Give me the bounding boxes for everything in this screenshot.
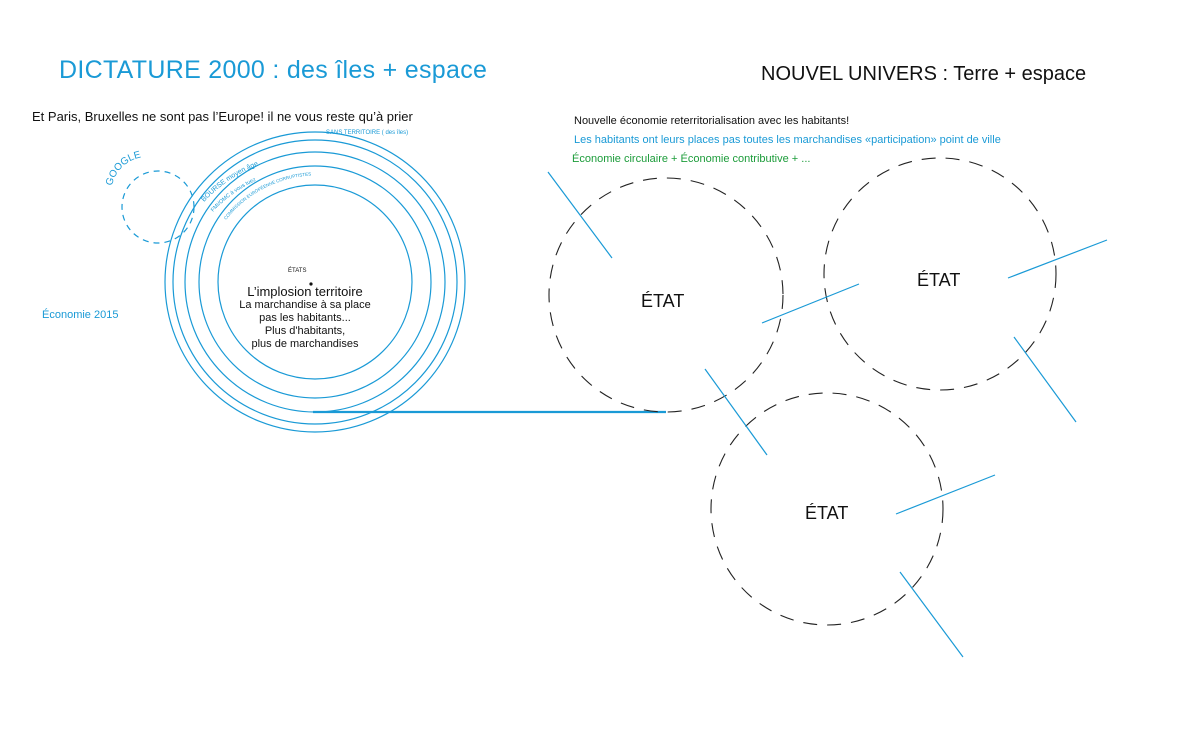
center-line: La marchandise à sa place xyxy=(239,299,371,311)
etat-circle-2 xyxy=(823,157,1057,391)
ring-3 xyxy=(184,151,446,413)
google-label: GOOGLE xyxy=(104,149,142,186)
inner-ring xyxy=(217,184,413,380)
subtitle-paris-bruxelles: Et Paris, Bruxelles ne sont pas l’Europe… xyxy=(32,109,413,124)
note-habitants: Les habitants ont leurs places pas toute… xyxy=(574,134,1001,146)
outer-ring xyxy=(164,131,466,433)
note-nouvelle-economie: Nouvelle économie reterritorialisation a… xyxy=(574,115,850,127)
sans-territoire-label: SANS TERRITOIRE ( des îles) xyxy=(326,130,409,136)
etat-label-1: ÉTAT xyxy=(641,291,685,311)
etat-label-2: ÉTAT xyxy=(917,270,961,290)
center-dot xyxy=(309,282,313,286)
etat-circle-1 xyxy=(548,177,784,413)
etat-circle-3 xyxy=(710,392,944,626)
cross-line xyxy=(704,368,768,456)
etat-circles xyxy=(548,157,1057,626)
ring-2 xyxy=(172,139,458,425)
google-circle xyxy=(121,170,195,244)
center-text-block: L’implosion territoire La marchandise à … xyxy=(220,284,390,351)
title-nouvel-univers: NOUVEL UNIVERS : Terre + espace xyxy=(761,63,1087,85)
cross-line xyxy=(547,171,613,259)
center-line: plus de marchandises xyxy=(251,338,359,350)
note-economie-circulaire: Économie circulaire + Économie contribut… xyxy=(572,153,811,165)
crossing-lines xyxy=(547,171,1108,658)
center-line: pas les habitants... xyxy=(259,312,351,324)
etats-label: ÉTATS xyxy=(288,268,307,274)
center-line: Plus d'habitants, xyxy=(264,325,346,337)
cross-line xyxy=(1013,336,1077,423)
ring-4 xyxy=(198,165,432,399)
implosion-heading: L’implosion territoire xyxy=(247,284,363,299)
title-dictature: DICTATURE 2000 : des îles + espace xyxy=(59,56,488,84)
cross-line xyxy=(1007,239,1108,279)
cross-line xyxy=(761,283,860,324)
economy-2015-label: Économie 2015 xyxy=(42,309,119,321)
etat-label-3: ÉTAT xyxy=(805,503,849,523)
cross-line xyxy=(895,474,996,515)
dictature-rings xyxy=(164,131,466,433)
cross-line xyxy=(899,571,964,658)
